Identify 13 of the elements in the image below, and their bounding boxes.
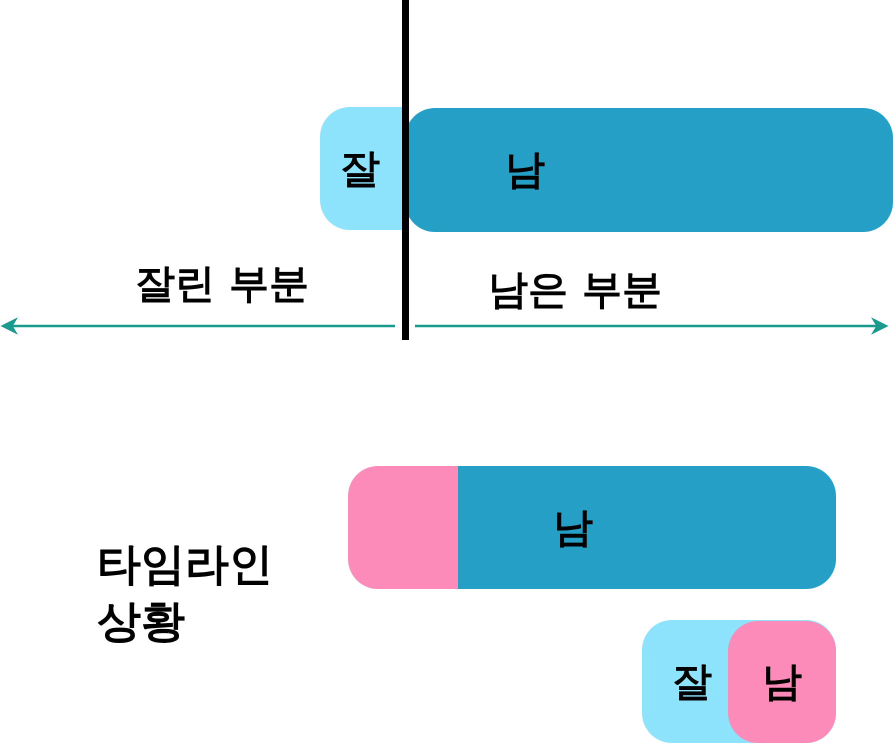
timeline-bar xyxy=(728,621,836,743)
caption-text: 남은 부분 xyxy=(488,266,662,315)
timeline-bar xyxy=(320,107,405,230)
caption-text: 잘린 부분 xyxy=(135,260,309,309)
timeline-bar xyxy=(458,466,836,589)
timeline-bar xyxy=(348,466,458,589)
timeline-bar xyxy=(642,620,836,743)
bar-label: 잘 xyxy=(672,662,712,702)
caption-text: 타임라인 상황 xyxy=(97,538,274,650)
bar-label: 잘 xyxy=(340,148,380,188)
bar-label: 남 xyxy=(762,662,802,702)
bar-label: 남 xyxy=(553,508,593,548)
bar-label: 남 xyxy=(505,150,545,190)
